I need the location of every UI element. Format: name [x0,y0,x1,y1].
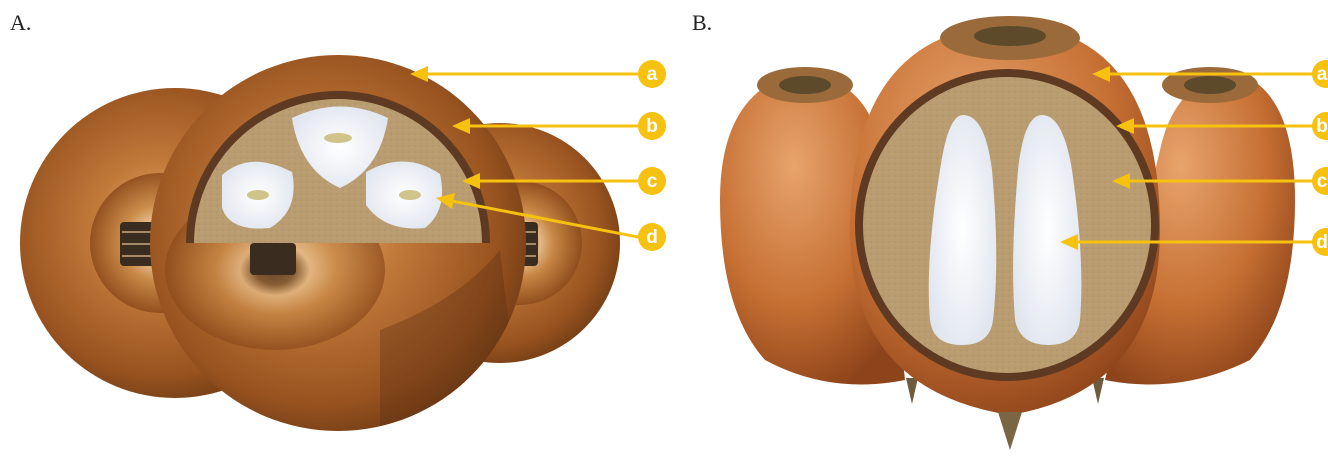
callout-c-badge-panel-b: c [1312,167,1328,195]
callout-c-badge-panel-a: c [638,167,666,195]
callout-b-badge-panel-a: b [638,112,666,140]
svg-text:d: d [1316,232,1328,253]
panel-b-figure: a b c d [720,16,1328,450]
panel-b-front-fruit [850,16,1160,450]
panel-b-mesocarp [863,77,1151,373]
svg-text:c: c [647,171,658,192]
callout-a-badge-panel-b: a [1312,60,1328,88]
svg-text:b: b [646,116,658,137]
panel-a-front-fruit [150,55,526,431]
callout-d-badge-panel-a: d [638,223,666,251]
svg-text:a: a [647,64,658,85]
callout-b-badge-panel-b: b [1312,112,1328,140]
callout-a-badge-panel-a: a [638,60,666,88]
svg-text:c: c [1317,171,1328,192]
panel-a-figure: a b c d [20,55,666,431]
svg-text:a: a [1317,64,1328,85]
callout-d-badge-panel-b: d [1312,228,1328,256]
svg-text:d: d [646,227,658,248]
svg-text:b: b [1316,116,1328,137]
